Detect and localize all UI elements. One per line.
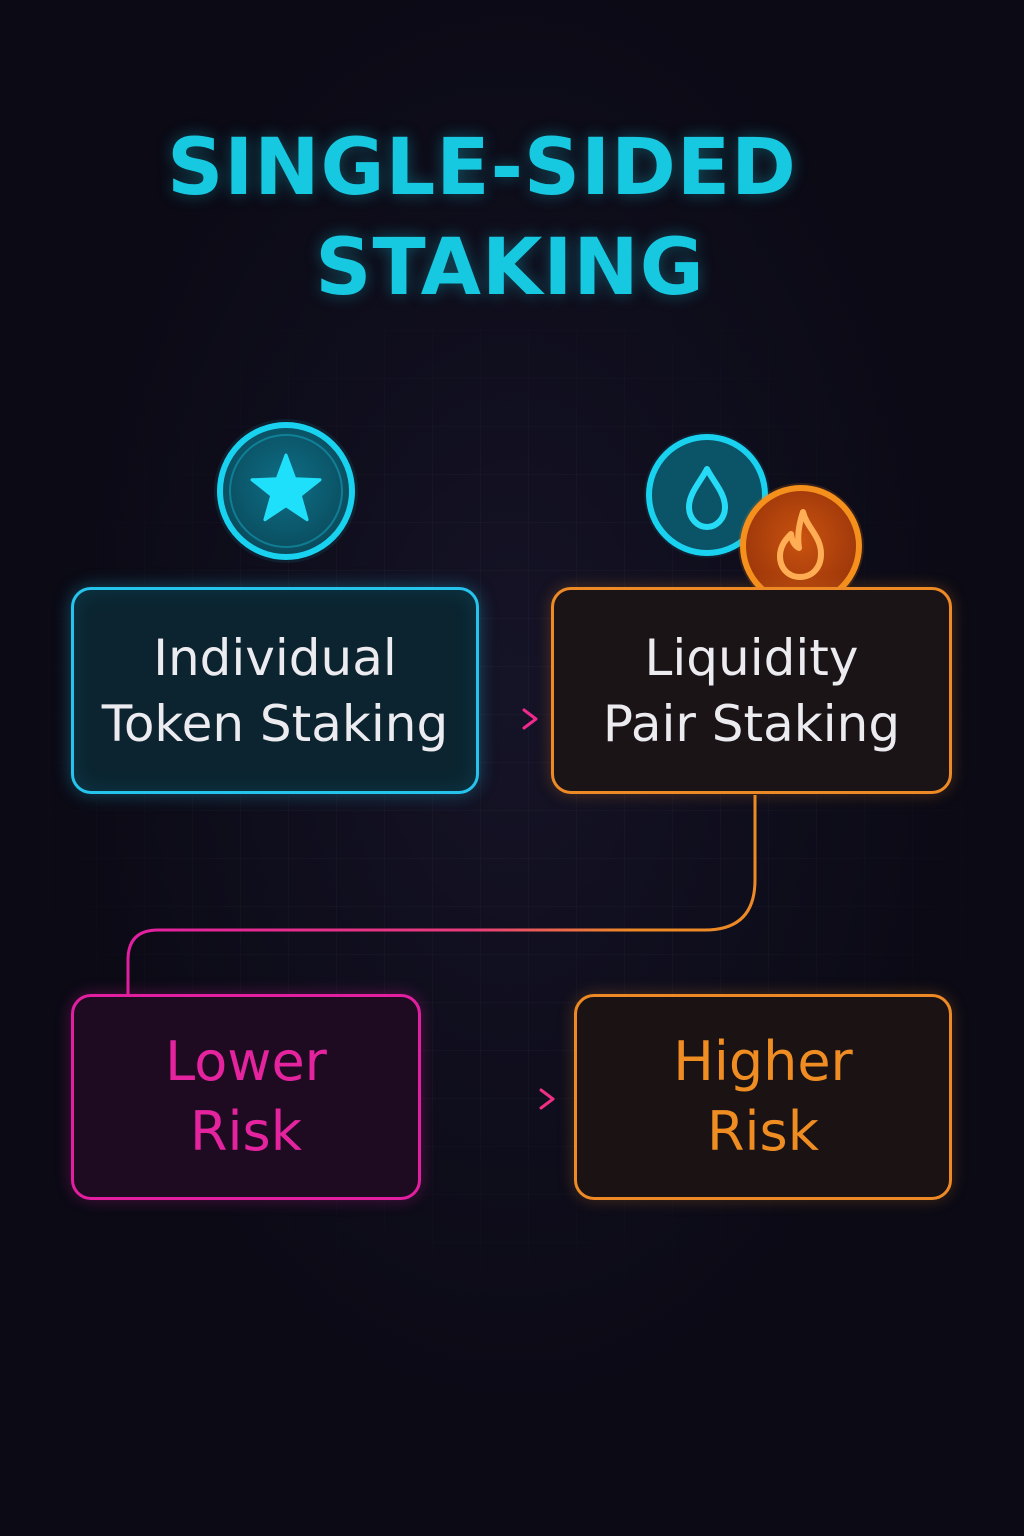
lower-risk-box: Lower Risk [71,994,421,1200]
liquidity-line-1: Liquidity [644,628,859,687]
higher-risk-line-1: Higher [673,1030,853,1093]
higher-risk-box: Higher Risk [574,994,952,1200]
individual-line-1: Individual [153,628,397,687]
flame-icon [738,483,864,609]
higher-risk-line-2: Risk [707,1100,819,1163]
droplet-icon [644,432,770,558]
liquidity-pair-staking-box: Liquidity Pair Staking [551,587,952,794]
connector-liquidity-to-lower-risk [126,795,757,994]
liquidity-line-2: Pair Staking [602,694,901,753]
star-icon [214,419,358,563]
lower-risk-line-2: Risk [190,1100,302,1163]
lower-risk-line-1: Lower [165,1030,327,1093]
arrow-individual-to-liquidity [482,708,538,730]
title-line-1: SINGLE-SIDED [167,123,797,213]
arrow-lower-to-higher [424,1088,555,1110]
page-title: SINGLE-SIDED STAKING [0,118,964,318]
individual-line-2: Token Staking [101,694,449,753]
title-line-2: STAKING [315,223,705,313]
individual-token-staking-box: Individual Token Staking [71,587,479,794]
